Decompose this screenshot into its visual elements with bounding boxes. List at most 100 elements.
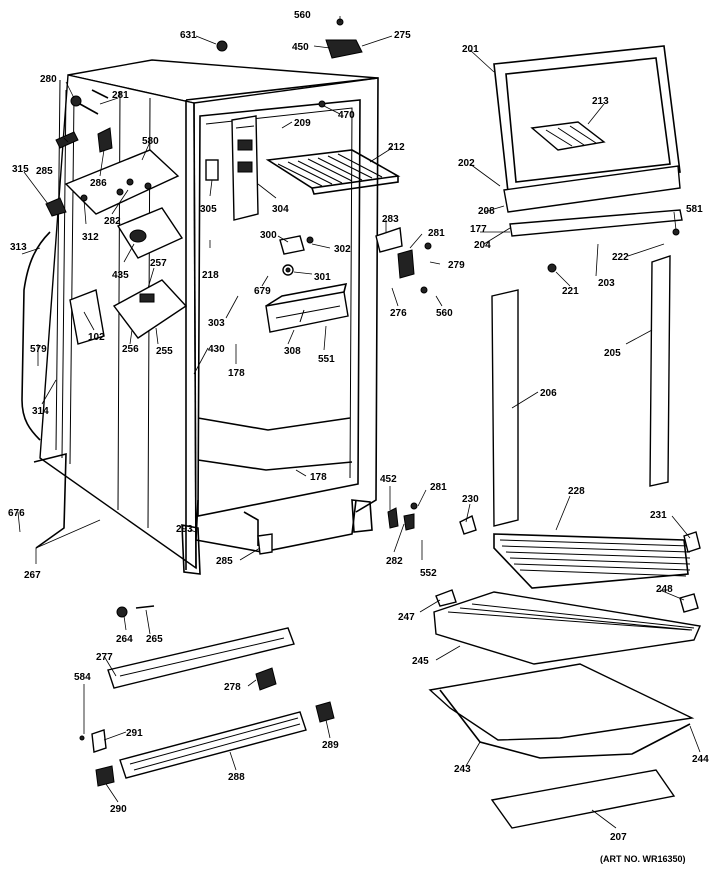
art-number: (ART NO. WR16350) [600, 854, 686, 864]
callout-207: 207 [610, 832, 627, 843]
callout-315: 315 [12, 164, 29, 175]
door-rail-204 [509, 209, 683, 237]
callout-560-top: 560 [294, 10, 311, 21]
callout-221: 221 [562, 286, 579, 297]
callout-178-low: 178 [310, 472, 327, 483]
callout-204: 204 [474, 240, 491, 251]
callout-212: 212 [388, 142, 405, 153]
callout-281-upper: 281 [112, 90, 129, 101]
leader-lines [17, 16, 701, 829]
callout-231: 231 [650, 510, 667, 521]
callout-labels: 560 631 450 275 201 280 281 470 209 580 … [8, 10, 709, 843]
callout-102: 102 [88, 332, 105, 343]
callout-304: 304 [272, 204, 289, 215]
callout-243: 243 [454, 764, 471, 775]
callout-452: 452 [380, 474, 397, 485]
door-strip-205 [649, 255, 671, 487]
callout-205: 205 [604, 348, 621, 359]
callout-289: 289 [322, 740, 339, 751]
thermostat-assembly [279, 235, 314, 276]
door-strip-206 [491, 289, 519, 527]
crisper-pan-243 [428, 663, 695, 759]
callout-285-upper: 285 [36, 166, 53, 177]
wire-shelf-228 [493, 533, 691, 589]
callout-280: 280 [40, 74, 57, 85]
callout-282-upper: 282 [104, 216, 121, 227]
callout-209: 209 [294, 118, 311, 129]
callout-435: 435 [112, 270, 129, 281]
callout-265: 265 [146, 634, 163, 645]
callout-276: 276 [390, 308, 407, 319]
callout-203: 203 [598, 278, 615, 289]
callout-560-mid: 560 [436, 308, 453, 319]
callout-281-mid: 281 [428, 228, 445, 239]
callout-314: 314 [32, 406, 49, 417]
control-bracket-304 [231, 115, 259, 221]
callout-222: 222 [612, 252, 629, 263]
callout-281-low: 281 [430, 482, 447, 493]
switch-305 [205, 159, 219, 181]
callout-218: 218 [202, 270, 219, 281]
callout-430: 430 [208, 344, 225, 355]
callout-247: 247 [398, 612, 415, 623]
callout-290: 290 [110, 804, 127, 815]
callout-579: 579 [30, 344, 47, 355]
callout-631: 631 [180, 30, 197, 41]
callout-303: 303 [208, 318, 225, 329]
callout-278: 278 [224, 682, 241, 693]
callout-288: 288 [228, 772, 245, 783]
callout-676: 676 [8, 508, 25, 519]
callout-279: 279 [448, 260, 465, 271]
callout-248: 248 [656, 584, 673, 595]
callout-293: 293 [176, 524, 193, 535]
small-parts-right [216, 18, 701, 613]
callout-277: 277 [96, 652, 113, 663]
callout-552: 552 [420, 568, 437, 579]
callout-286: 286 [90, 178, 107, 189]
callout-208: 208 [478, 206, 495, 217]
callout-308: 308 [284, 346, 301, 357]
callout-584: 584 [74, 672, 91, 683]
callout-470: 470 [338, 110, 355, 121]
callout-551: 551 [318, 354, 335, 365]
crisper-cover-245 [433, 591, 701, 665]
callout-305: 305 [200, 204, 217, 215]
callout-302: 302 [334, 244, 351, 255]
door-frame-201 [493, 45, 681, 193]
callout-267: 267 [24, 570, 41, 581]
ice-tray-213 [530, 121, 606, 151]
callout-581: 581 [686, 204, 703, 215]
base-grille-parts [33, 452, 335, 787]
callout-201: 201 [462, 44, 479, 55]
callout-291: 291 [126, 728, 143, 739]
callout-257: 257 [150, 258, 167, 269]
callout-282-low: 282 [386, 556, 403, 567]
callout-178-mid: 178 [228, 368, 245, 379]
callout-177: 177 [470, 224, 487, 235]
callout-245: 245 [412, 656, 429, 667]
callout-300: 300 [260, 230, 277, 241]
callout-255: 255 [156, 346, 173, 357]
callout-301: 301 [314, 272, 331, 283]
callout-679: 679 [254, 286, 271, 297]
callout-206: 206 [540, 388, 557, 399]
callout-283: 283 [382, 214, 399, 225]
callout-275: 275 [394, 30, 411, 41]
callout-313: 313 [10, 242, 27, 253]
freezer-shelf-212 [265, 149, 401, 195]
callout-256: 256 [122, 344, 139, 355]
door-bin-207 [490, 769, 676, 829]
callout-213: 213 [592, 96, 609, 107]
callout-230: 230 [462, 494, 479, 505]
callout-580: 580 [142, 136, 159, 147]
callout-264: 264 [116, 634, 133, 645]
callout-285-low: 285 [216, 556, 233, 567]
light-housing-308 [265, 282, 349, 333]
callout-228: 228 [568, 486, 585, 497]
callout-244: 244 [692, 754, 709, 765]
callout-312: 312 [82, 232, 99, 243]
callout-202: 202 [458, 158, 475, 169]
door-shelf-202 [503, 165, 681, 213]
